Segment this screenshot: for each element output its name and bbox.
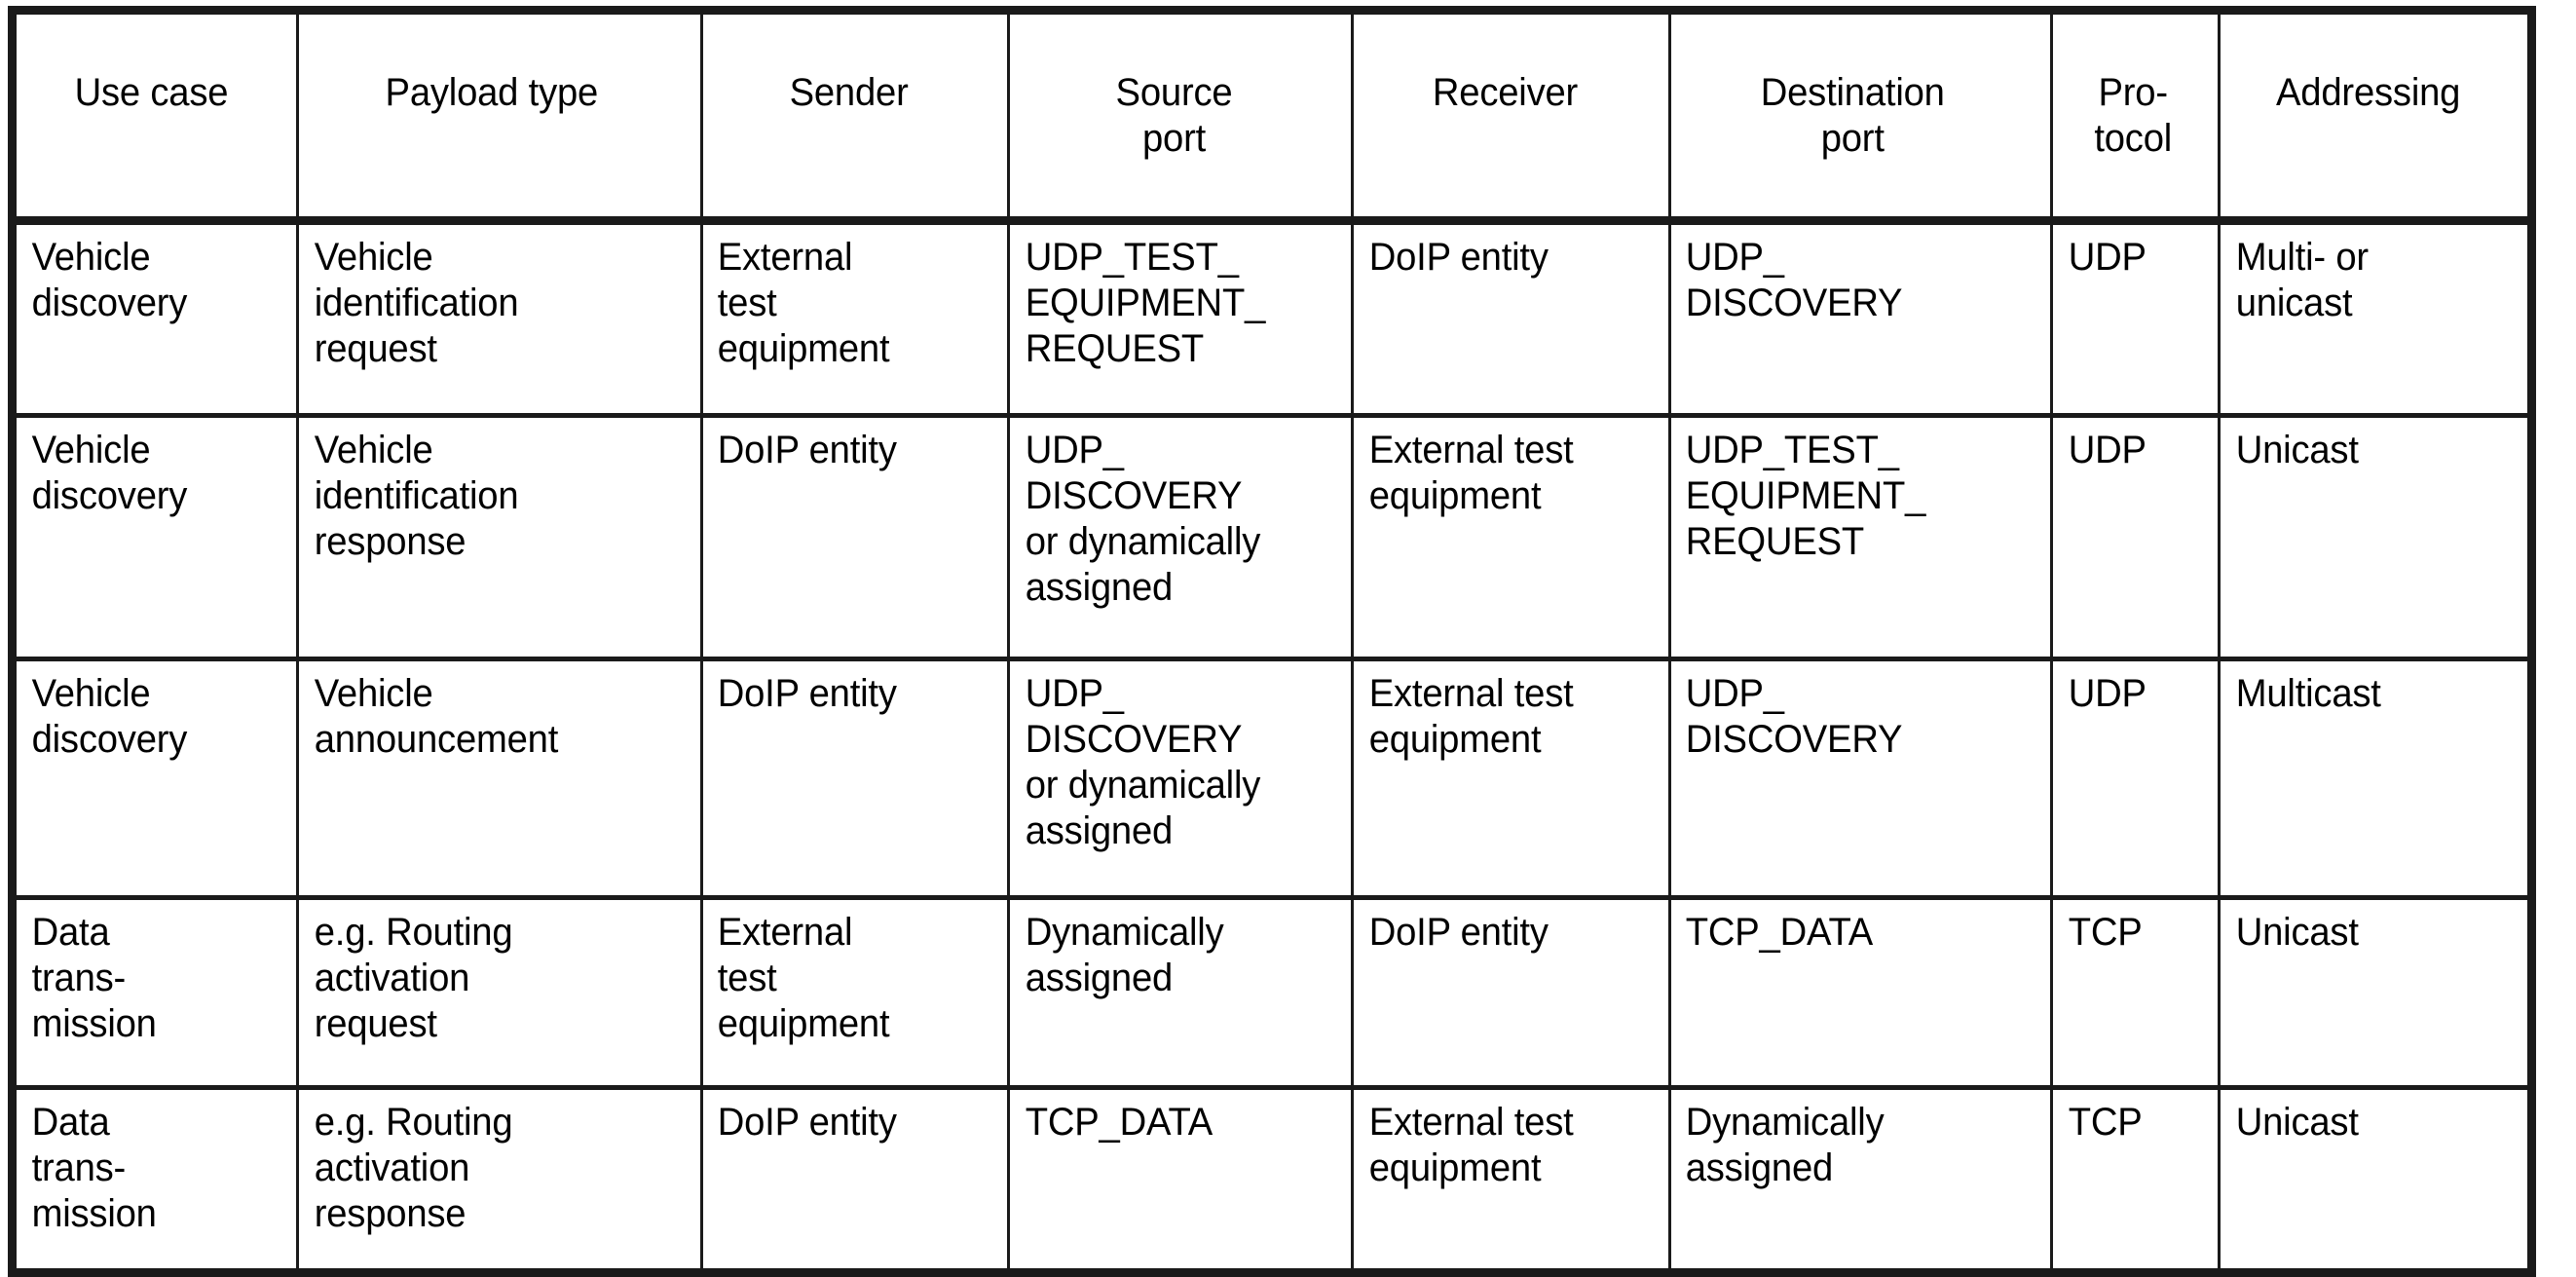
cell-addressing: Multicast [2218,657,2520,898]
cell-payload-type: Vehicle identification request [296,220,685,416]
column-header-payload-type: Payload type [296,10,685,226]
cell-source-port: Dynamically assigned [1007,895,1339,1088]
column-header-sender: Sender [699,10,996,226]
cell-destination-port: Dynamically assigned [1667,1085,2036,1273]
cell-use-case: Data trans- mission [11,1085,287,1273]
cell-protocol: UDP [2050,657,2214,898]
cell-sender: DoIP entity [699,1085,996,1273]
cell-use-case: Vehicle discovery [11,220,287,416]
column-header-protocol: Pro- tocol [2050,10,2214,226]
column-header-addressing: Addressing [2218,10,2520,226]
cell-sender: External test equipment [699,220,996,416]
column-header-addressing-label: Addressing [2275,70,2461,114]
cell-addressing: Unicast [2218,1085,2520,1273]
column-header-use-case-label: Use case [74,70,228,114]
column-header-sender-label: Sender [789,70,909,114]
table-row: Vehicle discovery Vehicle identification… [11,220,2532,416]
column-header-receiver-label: Receiver [1432,70,1578,114]
cell-sender: External test equipment [699,895,996,1088]
cell-addressing: Unicast [2218,413,2520,659]
doip-port-table-container: Use case Payload type Sender Source port… [8,6,2536,1277]
table-body: Vehicle discovery Vehicle identification… [11,220,2532,1273]
cell-payload-type: e.g. Routing activation request [296,895,685,1088]
cell-use-case: Vehicle discovery [11,413,287,659]
column-header-source-port: Source port [1007,10,1339,226]
header-row: Use case Payload type Sender Source port… [11,10,2532,226]
cell-protocol: TCP [2050,1085,2214,1273]
cell-source-port: UDP_ DISCOVERY or dynamically assigned [1007,413,1339,659]
column-header-protocol-label: Pro- tocol [2093,70,2172,160]
cell-addressing: Multi- or unicast [2218,220,2520,416]
table-row: Data trans- mission e.g. Routing activat… [11,895,2532,1088]
cell-receiver: External test equipment [1351,1085,1658,1273]
table-row: Vehicle discovery Vehicle announcement D… [11,657,2532,898]
cell-source-port: UDP_TEST_ EQUIPMENT_ REQUEST [1007,220,1339,416]
doip-port-usage-table: Use case Payload type Sender Source port… [8,6,2536,1277]
cell-receiver: External test equipment [1351,657,1658,898]
column-header-use-case: Use case [11,10,287,226]
column-header-receiver: Receiver [1351,10,1658,226]
table-row: Vehicle discovery Vehicle identification… [11,413,2532,659]
cell-addressing: Unicast [2218,895,2520,1088]
column-header-destination-port: Destination port [1667,10,2036,226]
table-header: Use case Payload type Sender Source port… [11,10,2532,226]
cell-sender: DoIP entity [699,413,996,659]
column-header-payload-type-label: Payload type [385,70,598,114]
cell-sender: DoIP entity [699,657,996,898]
cell-destination-port: UDP_ DISCOVERY [1667,220,2036,416]
cell-receiver: DoIP entity [1351,220,1658,416]
cell-receiver: External test equipment [1351,413,1658,659]
column-header-destination-port-label: Destination port [1761,70,1946,160]
cell-protocol: UDP [2050,413,2214,659]
cell-source-port: UDP_ DISCOVERY or dynamically assigned [1007,657,1339,898]
cell-destination-port: TCP_DATA [1667,895,2036,1088]
cell-payload-type: e.g. Routing activation response [296,1085,685,1273]
cell-protocol: TCP [2050,895,2214,1088]
cell-payload-type: Vehicle identification response [296,413,685,659]
cell-receiver: DoIP entity [1351,895,1658,1088]
cell-payload-type: Vehicle announcement [296,657,685,898]
cell-source-port: TCP_DATA [1007,1085,1339,1273]
cell-use-case: Vehicle discovery [11,657,287,898]
cell-use-case: Data trans- mission [11,895,287,1088]
cell-protocol: UDP [2050,220,2214,416]
cell-destination-port: UDP_ DISCOVERY [1667,657,2036,898]
table-row: Data trans- mission e.g. Routing activat… [11,1085,2532,1273]
column-header-source-port-label: Source port [1115,70,1233,160]
cell-destination-port: UDP_TEST_ EQUIPMENT_ REQUEST [1667,413,2036,659]
